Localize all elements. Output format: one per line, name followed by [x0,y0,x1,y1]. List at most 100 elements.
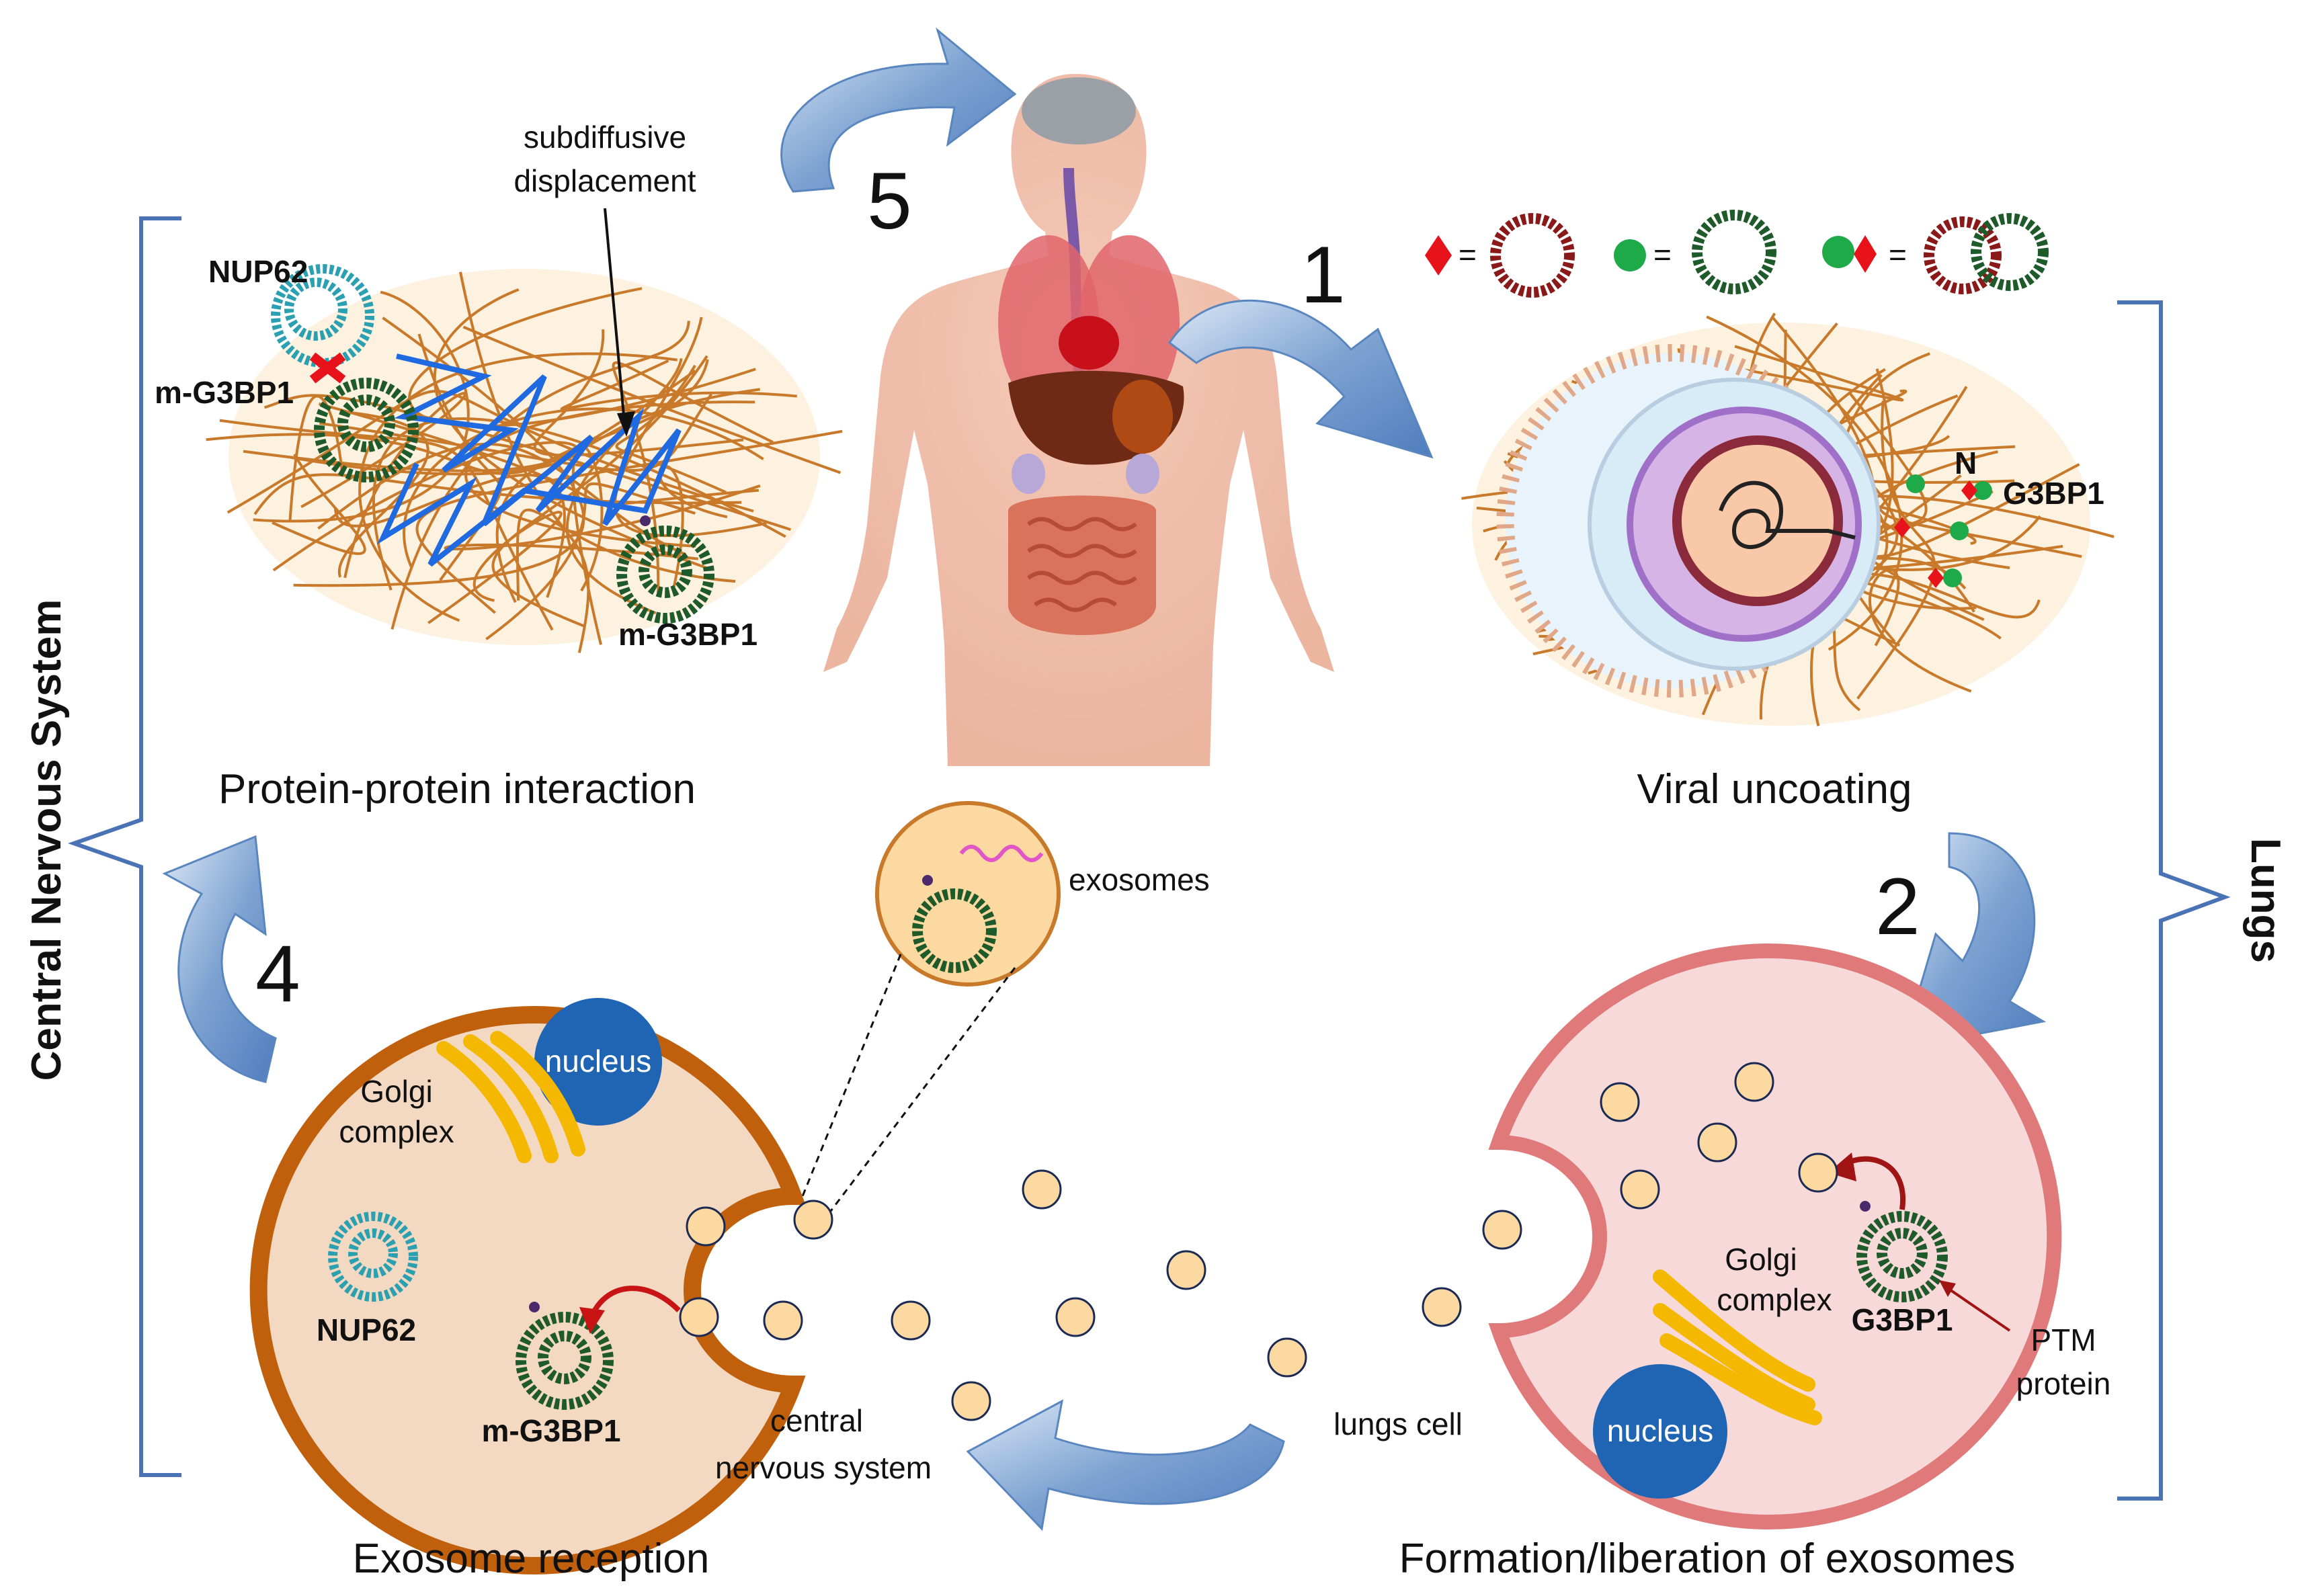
cns-m-g3bp1-protein [516,1302,614,1410]
n-protein-diamond [1928,568,1944,588]
left-lung [998,235,1099,410]
legend-green-dot-icon [1614,239,1646,271]
g3bp1-dot [1973,481,1992,500]
legend-red-protein [1490,213,1575,298]
intestine [1008,495,1156,635]
fiber-strand [391,321,690,630]
label-exosomes: exosomes [1069,862,1210,897]
section-title-formation: Formation/liberation of exosomes [1399,1536,2016,1582]
exosome-vesicle [951,1381,991,1421]
fiber-strand [459,271,590,653]
m-g3bp1-protein-right [616,515,714,624]
fiber-strand [462,325,842,474]
legend-equals-3: = [1889,237,1907,272]
cns-golgi-complex [436,1031,585,1163]
label-g3bp1-virus: G3BP1 [2003,476,2104,511]
kidney-left [1012,454,1045,494]
uptake-arrowhead [579,1307,605,1334]
right-lung [1079,235,1180,410]
small-intestine [1027,517,1137,612]
legend-complex-red [1924,216,2002,294]
fiber-strand [1869,568,1972,693]
virus-core [1672,435,1843,606]
exosome-vesicle [891,1300,931,1341]
legend-red-diamond-icon-2 [1854,235,1877,273]
legend: = = = [1425,210,2049,298]
section-title-viral-uncoating: Viral uncoating [1637,766,1912,812]
arrow-step-4 [162,835,277,1083]
lung-g3bp1-protein [1856,1201,1948,1302]
viral-uncoating-panel: = = = N G3BP1 [1425,210,2115,726]
fiber-strand [485,482,696,640]
inset-g3bp1-protein [912,888,997,973]
ptm-pointer-arrowhead [1939,1280,1956,1297]
arrow-step-2 [1900,832,2047,1050]
step-number-1: 1 [1301,230,1346,320]
label-displacement: displacement [514,163,696,198]
zoom-line [798,954,902,1204]
label-m-g3bp1-top-left: m-G3BP1 [155,375,294,410]
exosome-vesicle [793,1200,833,1240]
right-bracket [2117,300,2231,1501]
step-number-5: 5 [867,156,912,246]
viral-rna [1719,480,1856,549]
g3bp1-dot [1950,521,1969,540]
m-g3bp1-protein-left [314,378,419,482]
section-title-protein-interaction: Protein-protein interaction [218,766,696,812]
label-central: central [770,1403,863,1438]
n-protein-diamond [1894,517,1910,538]
nup62-protein-top [271,264,374,368]
cns-cell: nucleus Golgi complex NUP62 m-G3BP1 [249,998,806,1574]
fiber-strand [372,417,786,591]
fiber-strand [333,473,566,598]
section-title-exosome-reception: Exosome reception [353,1536,710,1582]
exosome-vesicle [1267,1337,1307,1378]
brain [1022,77,1136,144]
label-nervous-system: nervous system [715,1450,932,1485]
exosome-vesicle [1055,1297,1096,1337]
label-protein: protein [2016,1366,2111,1401]
fiber-strand [516,508,736,601]
pointer-arrow-subdiffusive [604,208,626,431]
side-label-lungs: Lungs [2242,838,2289,963]
label-m-g3bp1-top-right: m-G3BP1 [618,617,757,652]
exosome-vesicle [1600,1082,1640,1122]
exosome-vesicle [679,1297,719,1337]
side-label-cns: Central Nervous System [24,599,70,1081]
fiber-strand [1733,345,1904,402]
exosome-vesicle [763,1300,803,1341]
left-bracket [67,216,181,1477]
legend-red-diamond-icon [1425,235,1452,276]
legend-complex-green [1971,213,2049,291]
fiber-mesh [206,271,843,653]
fiber-strand [560,359,797,411]
fiber-strand [408,287,756,428]
pointer-arrowhead [617,411,635,437]
exosome-vesicle [1422,1287,1462,1327]
exosome-vesicle [1697,1122,1737,1163]
rna-strand [959,845,1044,862]
lung-nucleus [1593,1364,1727,1499]
exosome-vesicle [1798,1152,1838,1193]
human-body [823,74,1334,766]
label-ptm: PTM [2030,1322,2096,1357]
cns-nucleus [534,998,662,1126]
label-golgi-cns-2: complex [339,1114,454,1149]
label-subdiffusive: subdiffusive [524,120,686,155]
label-golgi-lung-1: Golgi [1725,1242,1797,1277]
label-n: N [1955,446,1977,480]
cns-nup62-protein [328,1212,418,1302]
label-m-g3bp1-cell: m-G3BP1 [481,1413,620,1448]
virus-particle [1496,344,1881,698]
label-nup62-top: NUP62 [208,254,308,289]
kidney-right [1126,454,1159,494]
g3bp1-dot [1943,569,1962,587]
legend-equals-1: = [1459,237,1477,272]
label-golgi-lung-2: complex [1717,1282,1832,1317]
lung-cell: nucleus Golgi complex G3BP1 [1488,943,2062,1529]
exosome-vesicle [1022,1169,1062,1210]
exosome-vesicle [1734,1062,1774,1102]
arrow-step-1 [1167,299,1434,459]
legend-green-protein [1692,210,1776,294]
